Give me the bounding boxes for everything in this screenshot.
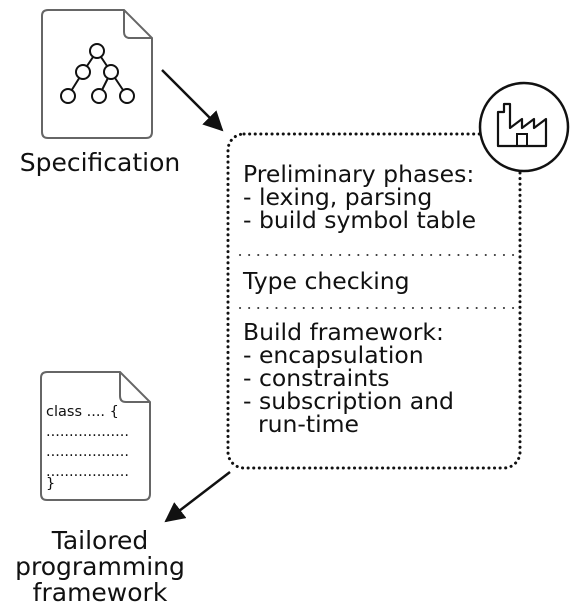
section-line: Preliminary phases: [243, 160, 475, 188]
section-line: - subscription and [243, 387, 454, 415]
section-line: - constraints [243, 364, 390, 392]
code-document-icon [40, 371, 151, 501]
code-line: .................. [46, 444, 129, 460]
section-line: - build symbol table [243, 206, 477, 234]
section-line: Type checking [243, 267, 410, 295]
code-line: class .... { [46, 404, 119, 420]
factory-icon [478, 81, 570, 173]
code-line: .................. [46, 464, 129, 480]
type-checking-section: Type checking [243, 267, 410, 295]
arrow-compiler-to-output [164, 471, 231, 523]
build-framework-section: Build framework: - encapsulation - const… [243, 318, 454, 438]
output-label-line: programming [15, 552, 185, 581]
specification-label: Specification [19, 148, 181, 177]
output-label-line: Tailored [51, 526, 149, 555]
output-label: Tailored programming framework [0, 528, 200, 606]
section-line: - encapsulation [243, 341, 424, 369]
code-line: .................. [46, 424, 129, 440]
section-line: - lexing, parsing [243, 183, 433, 211]
section-line: run-time [243, 410, 359, 438]
output-label-line: framework [32, 578, 168, 607]
preliminary-phases-section: Preliminary phases: - lexing, parsing - … [243, 160, 477, 234]
code-line: } [46, 476, 56, 492]
section-line: Build framework: [243, 318, 444, 346]
arrow-spec-to-compiler [161, 69, 224, 132]
tree-document-icon [41, 9, 153, 139]
compiler-box [226, 132, 522, 470]
